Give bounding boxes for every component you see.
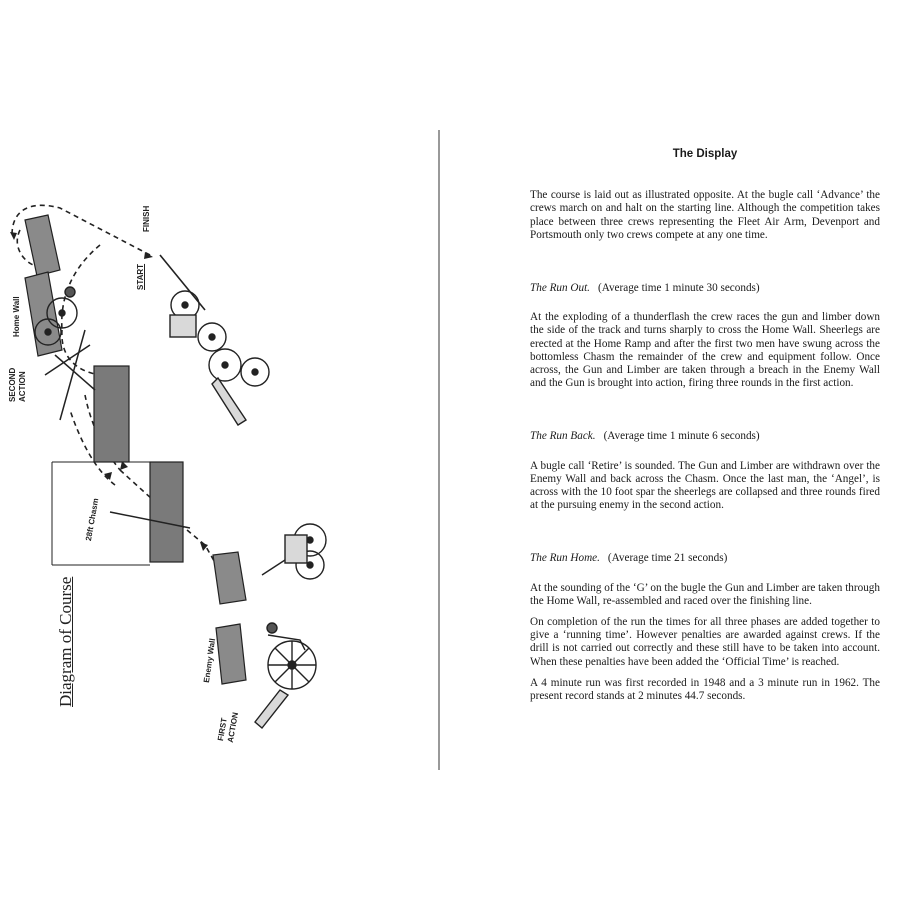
second-action-line-1: SECOND	[8, 367, 17, 402]
route-arrows	[10, 232, 208, 551]
right-page: The Display The course is laid out as il…	[530, 140, 880, 711]
intro-paragraph: The course is laid out as illustrated op…	[530, 189, 880, 241]
section-average: (Average time 21 seconds)	[607, 552, 728, 565]
section-run-out: The Run Out. (Average time 1 minute 30 se…	[530, 282, 880, 390]
sheerlegs	[44, 329, 191, 529]
gun-at-start	[169, 290, 270, 426]
section-title: The Run Back. (Average time 1 minute 6 se…	[530, 430, 880, 443]
section-title-text: The Run Home.	[530, 552, 600, 565]
section-title-text: The Run Out.	[530, 282, 590, 295]
section-title-text: The Run Back.	[530, 430, 596, 443]
far-ramp	[149, 461, 184, 563]
section-paragraph: A bugle call ‘Retire’ is sounded. The Gu…	[530, 459, 880, 512]
section-title: The Run Out. (Average time 1 minute 30 se…	[530, 282, 880, 295]
section-title: The Run Home. (Average time 21 seconds)	[530, 552, 880, 565]
gun-first-action	[254, 622, 317, 730]
start-line	[159, 254, 206, 311]
enemy-wall	[212, 551, 247, 685]
page-gutter	[438, 130, 440, 770]
course-diagram	[10, 204, 327, 730]
section-paragraph: On completion of the run the times for a…	[530, 616, 880, 668]
start-label: START	[136, 263, 145, 290]
gun-second-action	[34, 286, 78, 346]
section-paragraph: At the exploding of a thunderflash the c…	[530, 311, 880, 390]
page-heading: The Display	[672, 148, 738, 160]
section-run-home: The Run Home. (Average time 21 seconds) A…	[530, 552, 880, 703]
home-ramp	[93, 365, 130, 463]
section-average: (Average time 1 minute 6 seconds)	[603, 430, 760, 443]
diagram-title: Diagram of Course	[56, 576, 75, 707]
section-average: (Average time 1 minute 30 seconds)	[597, 282, 760, 295]
home-wall	[24, 214, 63, 357]
limber-first-action	[261, 523, 327, 580]
home-wall-label: Home Wall	[12, 296, 21, 337]
section-paragraph: A 4 minute run was first recorded in 194…	[530, 676, 880, 703]
second-action-label: SECOND ACTION	[8, 368, 28, 402]
left-page: FINISH START Home Wall SECOND ACTION 28f…	[0, 0, 438, 900]
section-run-back: The Run Back. (Average time 1 minute 6 se…	[530, 430, 880, 512]
second-action-line-2: ACTION	[18, 371, 27, 402]
chasm-dimension	[51, 461, 150, 566]
finish-label: FINISH	[142, 205, 151, 232]
section-paragraph: At the sounding of the ‘G’ on the bugle …	[530, 581, 880, 607]
